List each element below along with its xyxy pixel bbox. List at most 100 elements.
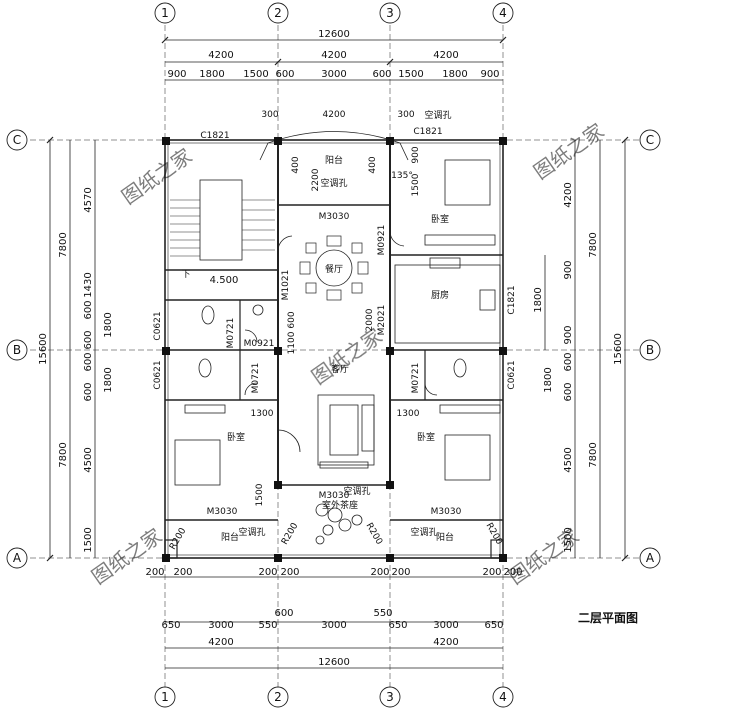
dim-misc-400-r: 400 bbox=[368, 156, 378, 173]
dim-left-up-5: 600 bbox=[83, 330, 94, 349]
dim-left-lo-4: 4500 bbox=[83, 447, 94, 472]
label-m0921-r: M0921 bbox=[377, 225, 387, 256]
dim-misc-300-r: 300 bbox=[397, 110, 414, 120]
label-m3030-br: M3030 bbox=[431, 507, 462, 517]
dim-pillar-5: 200 bbox=[370, 567, 389, 578]
axis-2-bottom: 2 bbox=[274, 690, 282, 704]
dim-bay-top-1: 4200 bbox=[208, 50, 233, 61]
dim-misc-300-l: 300 bbox=[261, 110, 278, 120]
dim-bot-seg-2: 3000 bbox=[208, 620, 233, 631]
watermark-2: 图纸之家 bbox=[529, 119, 608, 185]
dim-half-left-1: 7800 bbox=[58, 232, 69, 257]
dim-right-up-2: 900 bbox=[563, 260, 574, 279]
axis-a-left: A bbox=[13, 551, 22, 565]
axis-2-top: 2 bbox=[274, 6, 282, 20]
dim-bot-seg-9: 650 bbox=[484, 620, 503, 631]
label-c1821-tl: C1821 bbox=[200, 131, 229, 141]
dim-misc-900: 900 bbox=[411, 146, 421, 163]
dim-misc-1500-b: 1500 bbox=[255, 483, 265, 506]
label-m3030-top: M3030 bbox=[319, 212, 350, 222]
axis-3-bottom: 3 bbox=[386, 690, 394, 704]
label-ac-mid: 空调孔 bbox=[343, 485, 370, 497]
label-ac-top2: 空调孔 bbox=[424, 109, 451, 121]
label-m0921-l: M0921 bbox=[244, 339, 275, 349]
label-ac-se: 空调孔 bbox=[410, 526, 437, 538]
axis-b-left: B bbox=[13, 343, 21, 357]
dim-top-seg-8: 1800 bbox=[442, 69, 467, 80]
axis-c-left: C bbox=[13, 133, 21, 147]
dim-bot-seg-7: 650 bbox=[388, 620, 407, 631]
axis-4-top: 4 bbox=[499, 6, 507, 20]
room-balcony-sw: 阳台 bbox=[221, 531, 239, 543]
dim-right-lo-5: 1500 bbox=[563, 527, 574, 552]
dim-misc-400-l: 400 bbox=[291, 156, 301, 173]
dim-right-lo-3: 600 bbox=[563, 382, 574, 401]
dim-misc-135: 135° bbox=[391, 171, 413, 181]
dim-top-seg-3: 1500 bbox=[243, 69, 268, 80]
label-ac-top: 空调孔 bbox=[320, 177, 347, 189]
axis-b-right: B bbox=[646, 343, 654, 357]
dim-left-lo-3: 600 bbox=[83, 382, 94, 401]
dim-right-up-4: 900 bbox=[563, 325, 574, 344]
room-dining: 餐厅 bbox=[325, 263, 343, 275]
dim-misc-1300-l: 1300 bbox=[251, 409, 274, 419]
label-c1821-tr: C1821 bbox=[413, 127, 442, 137]
dim-pillar-2: 200 bbox=[173, 567, 192, 578]
dim-bay-bot-1: 4200 bbox=[208, 637, 233, 648]
dim-total-right: 15600 bbox=[613, 333, 624, 365]
room-bedroom-sw: 卧室 bbox=[227, 431, 245, 443]
dim-left-up-3: 600 bbox=[83, 300, 94, 319]
dim-top-seg-1: 900 bbox=[167, 69, 186, 80]
dim-bay-top-3: 4200 bbox=[433, 50, 458, 61]
dim-left-lo-2: 1800 bbox=[103, 367, 114, 392]
dim-total-bottom: 12600 bbox=[318, 657, 350, 668]
dim-misc-2000: 2000 bbox=[365, 308, 375, 331]
room-bedroom-ne: 卧室 bbox=[431, 213, 449, 225]
label-r200-b: R200 bbox=[280, 521, 301, 547]
room-tea: 室外茶座 bbox=[322, 499, 358, 511]
dim-left-up-1: 4570 bbox=[83, 187, 94, 212]
dim-total-top: 12600 bbox=[318, 29, 350, 40]
room-balcony-top: 阳台 bbox=[325, 154, 343, 166]
dim-left-up-2: 1430 bbox=[83, 272, 94, 297]
dim-half-left-2: 7800 bbox=[58, 442, 69, 467]
label-m0721-a: M0721 bbox=[226, 318, 236, 349]
label-m3030-bl: M3030 bbox=[207, 507, 238, 517]
dim-pillar-1: 200 bbox=[145, 567, 164, 578]
dim-half-right-1: 7800 bbox=[588, 232, 599, 257]
axis-a-right: A bbox=[646, 551, 655, 565]
dim-bot-seg-5: 3000 bbox=[321, 620, 346, 631]
watermark-5: 图纸之家 bbox=[504, 524, 583, 590]
axis-4-bottom: 4 bbox=[499, 690, 507, 704]
dim-right-up-1: 4200 bbox=[563, 182, 574, 207]
dim-left-lo-5: 1500 bbox=[83, 527, 94, 552]
dim-pillar-4: 200 bbox=[280, 567, 299, 578]
dim-pillar-6: 200 bbox=[391, 567, 410, 578]
dim-pillar-3: 200 bbox=[258, 567, 277, 578]
dim-top-seg-4: 600 bbox=[275, 69, 294, 80]
dim-right-lo-2: 1800 bbox=[543, 367, 554, 392]
dim-bot-seg-4: 600 bbox=[274, 608, 293, 619]
axis-1-bottom: 1 bbox=[161, 690, 169, 704]
label-m0721-c: M0721 bbox=[411, 363, 421, 394]
dim-top-seg-7: 1500 bbox=[398, 69, 423, 80]
dim-left-lo-1: 600 bbox=[83, 352, 94, 371]
dim-misc-1500: 1500 bbox=[411, 173, 421, 196]
label-m0721-b: M0721 bbox=[251, 363, 261, 394]
dim-right-lo-1: 600 bbox=[563, 352, 574, 371]
dim-bot-seg-8: 3000 bbox=[433, 620, 458, 631]
dim-left-up-4: 1800 bbox=[103, 312, 114, 337]
dim-bay-top-2: 4200 bbox=[321, 50, 346, 61]
dim-misc-2200: 2200 bbox=[311, 168, 321, 191]
label-r200-a: R200 bbox=[168, 526, 189, 552]
dim-pillar-8: 200 bbox=[503, 567, 522, 578]
drawing-title: 二层平面图 bbox=[578, 611, 638, 625]
watermark-3: 图纸之家 bbox=[307, 324, 386, 390]
dim-bot-seg-1: 650 bbox=[161, 620, 180, 631]
room-living: 客厅 bbox=[331, 363, 349, 375]
axis-3-top: 3 bbox=[386, 6, 394, 20]
dim-bot-seg-3: 550 bbox=[258, 620, 277, 631]
label-m2021: M2021 bbox=[377, 305, 387, 336]
dim-misc-1100: 1100 bbox=[287, 331, 297, 354]
